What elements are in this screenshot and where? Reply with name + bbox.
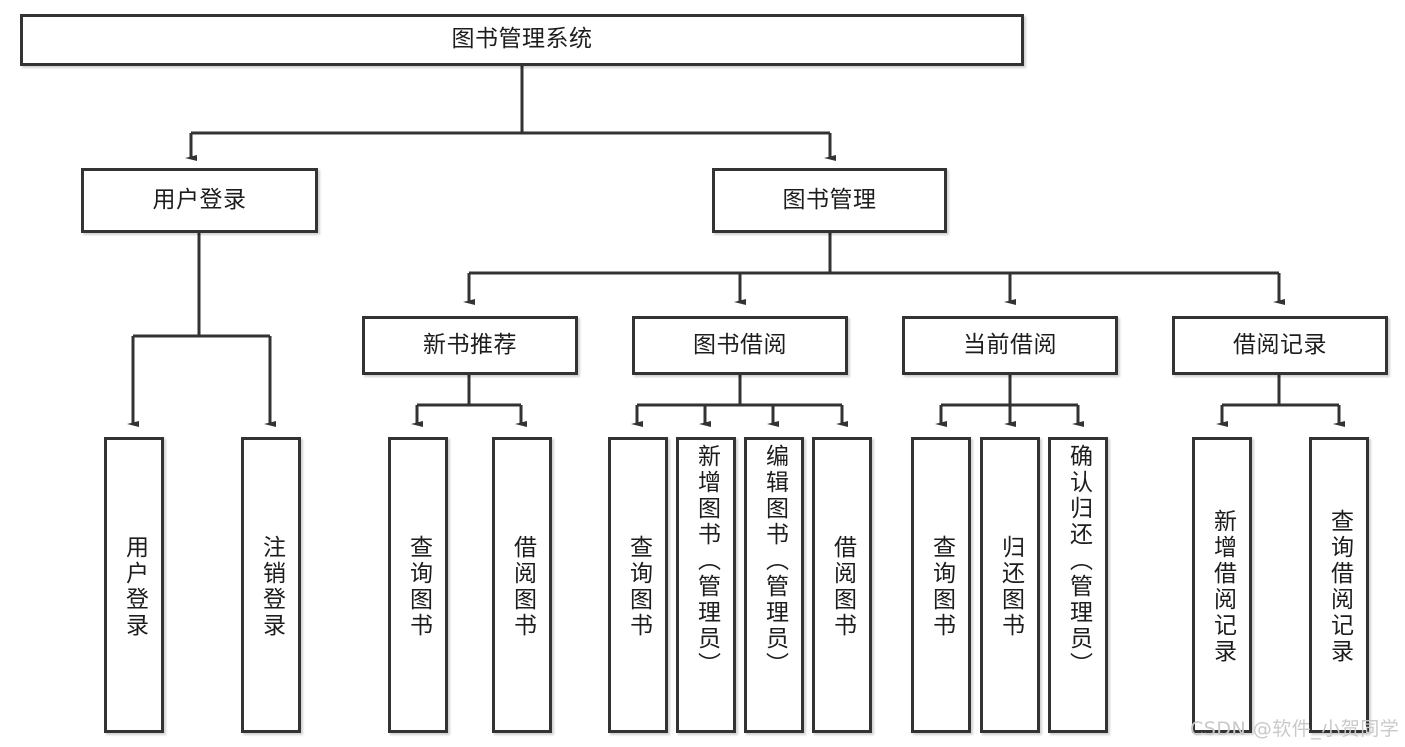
node-book-manage-label: 图书管理	[782, 186, 877, 213]
node-book-borrow[interactable]: 图书借阅	[632, 316, 848, 375]
node-leaf-query-book-3[interactable]: 查询图书	[911, 437, 971, 733]
node-leaf-query-record-label: 查询借阅记录	[1326, 509, 1353, 665]
node-leaf-query-record[interactable]: 查询借阅记录	[1309, 437, 1369, 733]
node-leaf-query-book-2[interactable]: 查询图书	[608, 437, 668, 733]
node-new-book-rec-label: 新书推荐	[423, 331, 517, 358]
node-root[interactable]: 图书管理系统	[20, 14, 1024, 66]
node-borrow-record-label: 借阅记录	[1233, 331, 1327, 358]
node-leaf-add-record[interactable]: 新增借阅记录	[1192, 437, 1252, 733]
node-leaf-confirm-return[interactable]: 确认归还（管理员）	[1048, 437, 1108, 733]
node-leaf-edit-book-label: 编辑图书（管理员）	[761, 444, 788, 678]
node-leaf-logout-label: 注销登录	[258, 535, 285, 639]
node-leaf-borrow-book-1-label: 借阅图书	[509, 535, 536, 639]
node-leaf-borrow-book-2[interactable]: 借阅图书	[812, 437, 872, 733]
node-new-book-rec[interactable]: 新书推荐	[362, 316, 578, 375]
node-leaf-return-book-label: 归还图书	[997, 535, 1024, 639]
node-book-borrow-label: 图书借阅	[693, 331, 787, 358]
node-leaf-add-record-label: 新增借阅记录	[1209, 509, 1236, 665]
node-root-label: 图书管理系统	[451, 26, 593, 53]
node-leaf-edit-book[interactable]: 编辑图书（管理员）	[744, 437, 804, 733]
node-book-manage[interactable]: 图书管理	[712, 168, 947, 233]
node-leaf-user-login[interactable]: 用户登录	[104, 437, 164, 733]
node-leaf-query-book-3-label: 查询图书	[928, 535, 955, 639]
node-leaf-query-book-1[interactable]: 查询图书	[388, 437, 448, 733]
node-leaf-user-login-label: 用户登录	[121, 535, 148, 639]
node-leaf-borrow-book-1[interactable]: 借阅图书	[492, 437, 552, 733]
node-leaf-add-book[interactable]: 新增图书（管理员）	[676, 437, 736, 733]
node-borrow-record[interactable]: 借阅记录	[1172, 316, 1388, 375]
watermark-text: CSDN @软件_小贺同学	[1190, 718, 1400, 740]
node-current-borrow-label: 当前借阅	[963, 331, 1057, 358]
node-current-borrow[interactable]: 当前借阅	[902, 316, 1118, 375]
node-leaf-borrow-book-2-label: 借阅图书	[829, 535, 856, 639]
node-leaf-add-book-label: 新增图书（管理员）	[693, 444, 720, 678]
node-leaf-query-book-1-label: 查询图书	[405, 535, 432, 639]
node-leaf-return-book[interactable]: 归还图书	[980, 437, 1040, 733]
node-leaf-confirm-return-label: 确认归还（管理员）	[1065, 444, 1092, 678]
node-leaf-logout[interactable]: 注销登录	[241, 437, 301, 733]
node-user-login-label: 用户登录	[152, 186, 247, 213]
node-leaf-query-book-2-label: 查询图书	[625, 535, 652, 639]
node-user-login[interactable]: 用户登录	[81, 168, 318, 233]
